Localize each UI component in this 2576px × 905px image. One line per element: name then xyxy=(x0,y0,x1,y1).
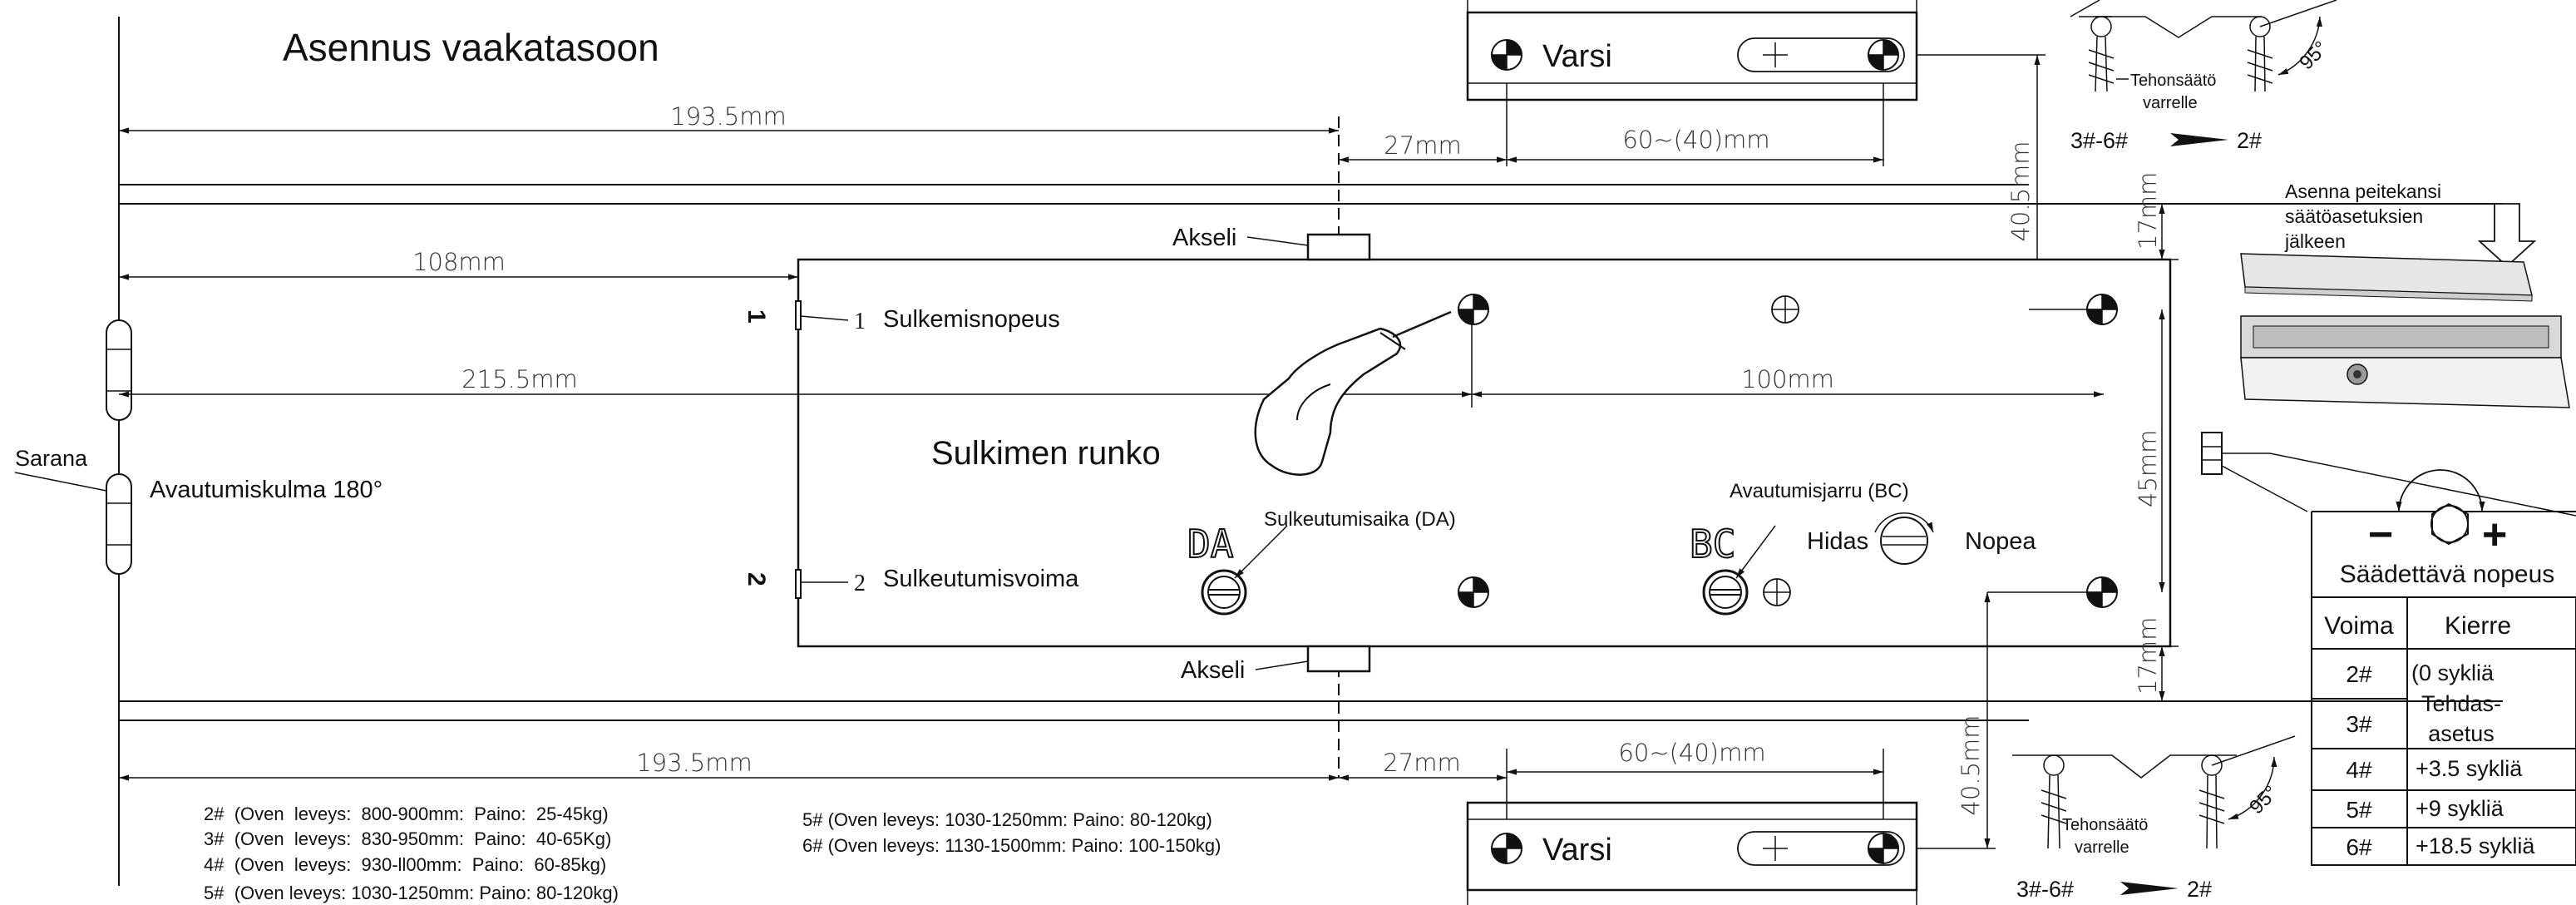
dim-60-bot: 60~(40)mm xyxy=(1618,739,1765,767)
cover-note-1: Asenna peitekansi xyxy=(2285,181,2441,202)
sulkeutumisvoima-num: 2 xyxy=(854,571,866,596)
bc-mark: BC xyxy=(1690,522,1735,566)
dim-27-top: 27mm xyxy=(1384,131,1461,160)
side-one-glyph: 1 xyxy=(743,309,770,324)
row-voima-3: 3# xyxy=(2346,711,2372,737)
table-header-voima: Voima xyxy=(2324,612,2394,640)
arm-top-to: 2# xyxy=(2237,128,2262,153)
cover-note-3: jälkeen xyxy=(2284,230,2346,252)
da-leader xyxy=(1234,525,1288,579)
factory-line-2: asetus xyxy=(2428,721,2495,746)
arm-top-tehon1: Tehonsäätö xyxy=(2130,72,2216,90)
row-voima-2: 2# xyxy=(2346,661,2372,687)
akseli-top-leader xyxy=(1246,236,1309,246)
note-left-1: 2# (Oven leveys: 800-900mm: Paino: 25-45… xyxy=(204,804,609,824)
valve-1-leader xyxy=(800,315,849,321)
avautumiskulma-label: Avautumiskulma 180° xyxy=(150,477,382,503)
arm-top-from: 3#-6# xyxy=(2070,128,2128,153)
valve-2 xyxy=(795,569,802,599)
mount-hole-1 xyxy=(1771,295,1799,324)
arm-detail-bottom xyxy=(2012,735,2296,895)
dim-193-top: 193.5mm xyxy=(670,102,787,131)
side-two-glyph: 2 xyxy=(743,572,770,586)
note-right-2: 6# (Oven leveys: 1130-1500mm: Paino: 100… xyxy=(802,835,1221,856)
cover-note-2: säätöasetuksien xyxy=(2285,205,2423,227)
row-kierre-5: +9 sykliä xyxy=(2416,796,2504,821)
sulkemisnopeus-num: 1 xyxy=(854,309,866,334)
speed-table xyxy=(2311,596,2576,866)
akseli-bot-leader xyxy=(1255,660,1309,670)
cover-illustration xyxy=(2240,253,2570,408)
sulkeutumisvoima-label: Sulkeutumisvoima xyxy=(883,566,1079,592)
row-voima-4: 4# xyxy=(2346,757,2372,783)
akseli-bot-label: Akseli xyxy=(1181,657,1245,684)
nopea-label: Nopea xyxy=(1965,528,2036,555)
note-left-4: 5# (Oven leveys: 1030-1250mm: Paino: 80-… xyxy=(204,883,619,903)
da-label: Sulkeutumisaika (DA) xyxy=(1264,508,1456,531)
mount-hole-2 xyxy=(1763,578,1791,606)
dim-215: 215.5mm xyxy=(461,365,578,393)
sarana-label: Sarana xyxy=(15,446,88,471)
closer-body-label: Sulkimen runko xyxy=(931,435,1161,472)
drill-icon xyxy=(1254,310,1452,476)
row-kierre-4: +3.5 sykliä xyxy=(2416,756,2523,781)
arm-top-angle: 95° xyxy=(2295,37,2332,74)
arm-top-tehon2: varrelle xyxy=(2143,94,2198,112)
note-left-3: 4# (Oven leveys: 930-ll00mm: Paino: 60-8… xyxy=(204,854,606,875)
arm-bot-from: 3#-6# xyxy=(2016,877,2074,902)
sarana-leader xyxy=(14,472,107,492)
dim-40-top: 40.5mm xyxy=(2006,141,2035,241)
row-kierre-6: +18.5 sykliä xyxy=(2416,833,2535,858)
row-kierre-2: (0 sykliä xyxy=(2411,660,2495,685)
sulkemisnopeus-label: Sulkemisnopeus xyxy=(883,306,1060,333)
dim-108: 108mm xyxy=(412,248,506,276)
bc-label: Avautumisjarru (BC) xyxy=(1730,480,1909,502)
hinge-bottom xyxy=(106,473,132,575)
arm-bot-angle: 95° xyxy=(2245,781,2282,818)
dim-60-top: 60~(40)mm xyxy=(1622,126,1769,154)
plus-icon: + xyxy=(2482,511,2507,559)
dim-100: 100mm xyxy=(1741,365,1834,393)
dim-17-top: 17mm xyxy=(2134,172,2162,250)
hinge-top xyxy=(106,319,132,421)
dim-45: 45mm xyxy=(2134,430,2162,507)
mount-target-1 xyxy=(1458,294,1489,325)
varsi-top-label: Varsi xyxy=(1542,39,1612,74)
minus-icon: − xyxy=(2368,511,2393,559)
valve-1 xyxy=(795,300,802,330)
dim-27-bot: 27mm xyxy=(1383,749,1460,777)
page-title: Asennus vaakatasoon xyxy=(283,26,659,69)
hidas-label: Hidas xyxy=(1807,528,1868,555)
note-left-2: 3# (Oven leveys: 830-950mm: Paino: 40-65… xyxy=(204,828,611,849)
mount-target-3 xyxy=(1458,576,1489,608)
factory-line-1: Tehdas- xyxy=(2421,691,2501,716)
dim-17-bot: 17mm xyxy=(2134,617,2162,695)
note-right-1: 5# (Oven leveys: 1030-1250mm: Paino: 80-… xyxy=(802,809,1212,830)
table-header-kierre: Kierre xyxy=(2445,612,2511,640)
arm-bot-tehon2: varrelle xyxy=(2075,838,2129,857)
arm-bot-tehon1: Tehonsäätö xyxy=(2062,816,2148,834)
arm-top xyxy=(1466,0,2046,166)
row-voima-5: 5# xyxy=(2346,797,2372,823)
axle-bottom xyxy=(1306,645,1371,673)
bc-leader xyxy=(1735,525,1776,579)
row-voima-6: 6# xyxy=(2346,834,2372,860)
akseli-top-label: Akseli xyxy=(1172,225,1236,251)
hidas-nopea-dial-icon xyxy=(1874,512,1934,565)
axle-top xyxy=(1306,233,1371,261)
arm-detail-top xyxy=(2070,0,2337,146)
cover-down-arrow-icon xyxy=(2477,203,2537,268)
speed-panel-title: Säädettävä nopeus xyxy=(2340,561,2555,588)
varsi-bot-label: Varsi xyxy=(1542,833,1612,868)
da-mark: DA xyxy=(1187,522,1233,566)
da-screw-icon xyxy=(1201,569,1247,616)
arm-bot-to: 2# xyxy=(2187,877,2212,902)
speed-valve xyxy=(2201,432,2576,517)
arm-bottom xyxy=(1466,749,1996,905)
bc-screw-icon xyxy=(1702,569,1749,616)
dim-40-bot: 40.5mm xyxy=(1957,715,1985,815)
dim-193-bot: 193.5mm xyxy=(636,749,753,777)
